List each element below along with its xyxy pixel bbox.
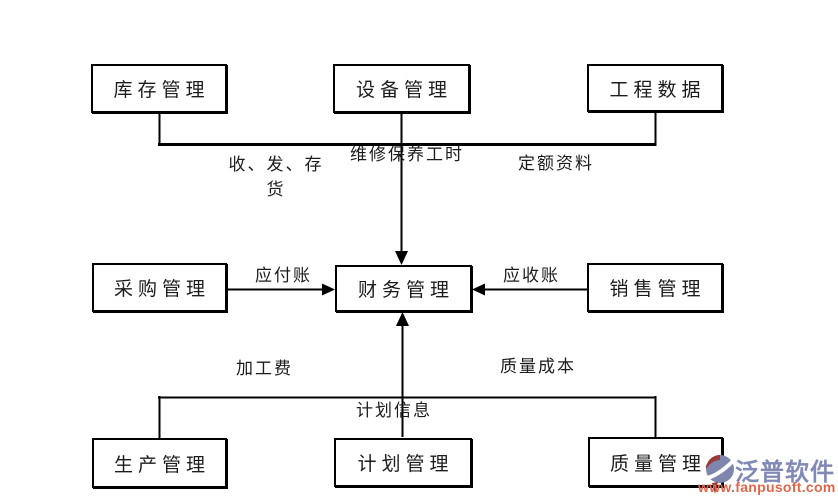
edge-label-planning-to-finance: 计划信息 (356, 401, 432, 420)
edge-label-sales-to-finance: 应收账 (503, 266, 560, 285)
node-inventory: 库存管理 (91, 64, 227, 113)
brand-name: 泛普软件 (735, 459, 835, 486)
edge-label-production-to-finance: 加工费 (236, 359, 293, 378)
node-production: 生产管理 (92, 438, 227, 488)
arrowhead-left-into-finance (472, 283, 485, 296)
arrowhead-up-into-finance (396, 312, 409, 326)
edge-label-purchasing-to-finance: 应付账 (255, 266, 312, 285)
node-planning: 计划管理 (334, 438, 472, 487)
node-sales: 销售管理 (587, 263, 723, 312)
node-equipment: 设备管理 (333, 64, 470, 113)
node-engineering-data: 工程数据 (587, 64, 723, 112)
edge-label-engineering-to-finance: 定额资料 (518, 154, 594, 173)
arrowhead-down-into-finance (395, 251, 408, 265)
edge-label-quality-to-finance: 质量成本 (500, 357, 576, 376)
edge-label-equipment-to-finance: 维修保养工时 (350, 145, 464, 164)
arrowhead-right-into-finance (322, 283, 335, 296)
fanpu-logo-icon (706, 455, 735, 494)
node-finance: 财务管理 (335, 265, 472, 312)
node-purchasing: 采购管理 (92, 263, 227, 312)
edge-label-inventory-to-finance: 收、发、存货 (228, 155, 324, 199)
brand-url: www.fanpusoft.com (698, 479, 836, 495)
